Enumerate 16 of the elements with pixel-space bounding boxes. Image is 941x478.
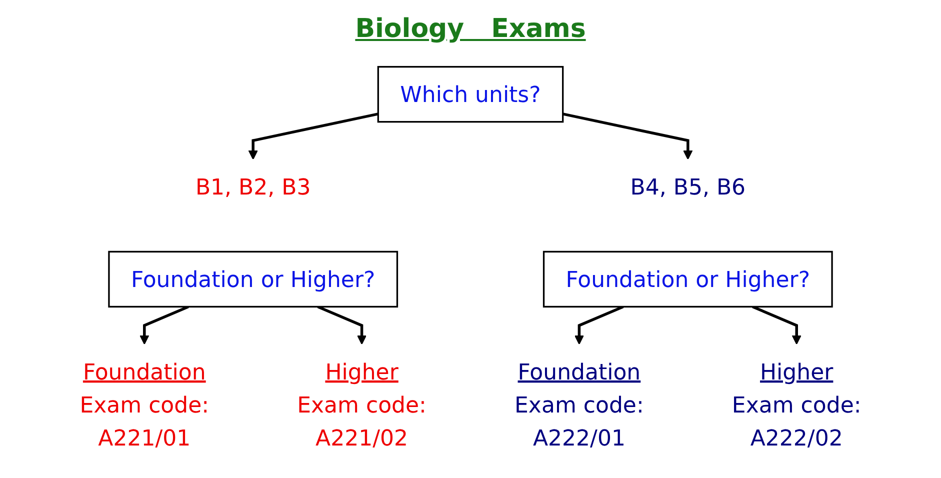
arrow xyxy=(574,305,624,345)
arrow xyxy=(140,305,189,345)
arrow xyxy=(562,112,693,160)
node-text: Foundation Exam code: A222/01 xyxy=(514,358,644,451)
node-text: Foundation Exam code: A221/01 xyxy=(80,358,210,451)
node-text: Higher Exam code: A222/02 xyxy=(732,358,862,451)
node-box: Which units? xyxy=(377,66,564,123)
node-text: B4, B5, B6 xyxy=(630,174,746,200)
node-box: Foundation or Higher? xyxy=(108,250,398,308)
arrow xyxy=(317,305,367,345)
diagram-title: Biology Exams xyxy=(354,13,587,46)
node-text: B1, B2, B3 xyxy=(195,174,311,200)
node-text: Higher Exam code: A221/02 xyxy=(297,358,426,451)
arrow xyxy=(752,305,802,345)
node-box: Foundation or Higher? xyxy=(542,250,833,308)
arrow xyxy=(248,112,378,160)
